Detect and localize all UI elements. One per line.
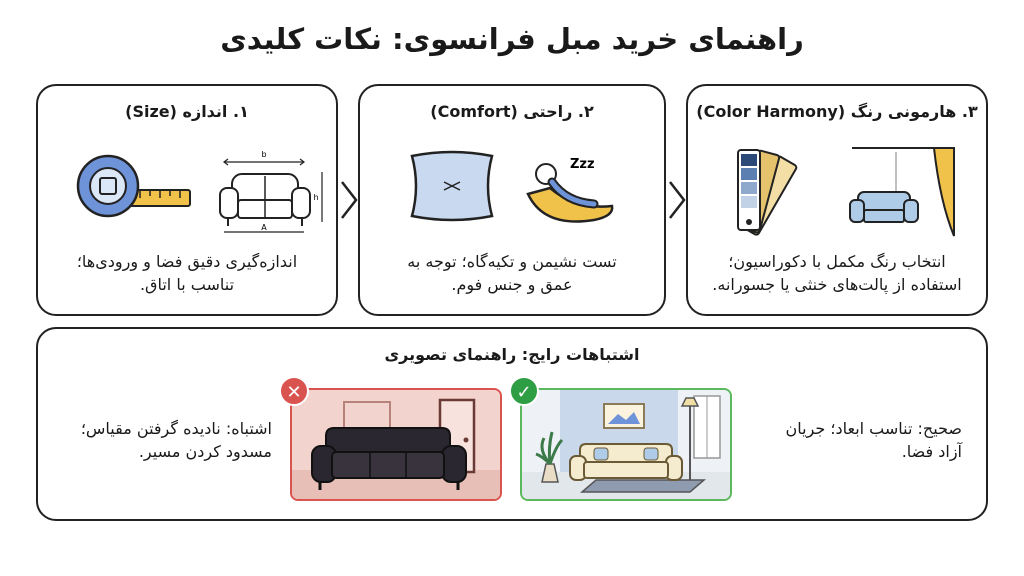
correct-badge-icon: ✓ [509,376,539,406]
card-comfort: ۲. راحتی (Comfort) Zzz تست نشیمن و تکیه‌… [358,84,666,316]
pillow-icon [410,150,494,222]
flow-arrow-icon [669,181,686,219]
card-comfort-body: تست نشیمن و تکیه‌گاه؛ توجه به عمق و جنس … [407,252,617,294]
correct-description: صحیح: تناسب ابعاد؛ جریان آزاد فضا. [785,419,963,461]
relaxing-person-icon: Zzz [526,157,614,223]
dimension-label-side: h [313,193,318,202]
card-comfort-heading: ۲. راحتی (Comfort) [430,102,594,121]
card-color-harmony: ۳. هارمونی رنگ (Color Harmony) انتخاب رن… [686,84,988,316]
sofa-curtain-icon [849,147,955,237]
flow-arrow-icon [341,181,358,219]
wrong-room-illustration [290,388,502,501]
color-swatch-fan-icon [737,149,798,236]
mistake-description: اشتباه: نادیده گرفتن مقیاس؛ مسدود کردن م… [80,419,272,461]
mistakes-panel: اشتباهات رایج: راهنمای تصویری صحیح: تناس… [36,327,988,521]
sofa-dimensions-icon: b h A [219,150,323,233]
card-size: ۱. اندازه (Size) b h [36,84,338,316]
mistakes-heading: اشتباهات رایج: راهنمای تصویری [384,345,640,364]
card-color-body: انتخاب رنگ مکمل با دکوراسیون؛ استفاده از… [712,252,962,294]
sleep-zzz-text: Zzz [570,157,595,172]
correct-room-illustration [520,388,732,501]
crowded-room-icon [292,390,500,499]
color-illustration [737,147,955,237]
tape-measure-icon [76,154,191,218]
dimension-label-top: b [261,150,266,159]
size-illustration: b h A [76,150,323,233]
card-color-heading: ۳. هارمونی رنگ (Color Harmony) [696,102,978,121]
wrong-badge-icon: ✕ [279,376,309,406]
card-size-body: اندازه‌گیری دقیق فضا و ورودی‌ها؛ تناسب ب… [76,252,298,294]
comfort-illustration: Zzz [410,150,614,223]
dimension-label-bottom: A [261,223,267,232]
balanced-room-icon [522,390,730,499]
page-title: راهنمای خرید مبل فرانسوی: نکات کلیدی [220,22,804,56]
card-size-heading: ۱. اندازه (Size) [125,102,249,121]
